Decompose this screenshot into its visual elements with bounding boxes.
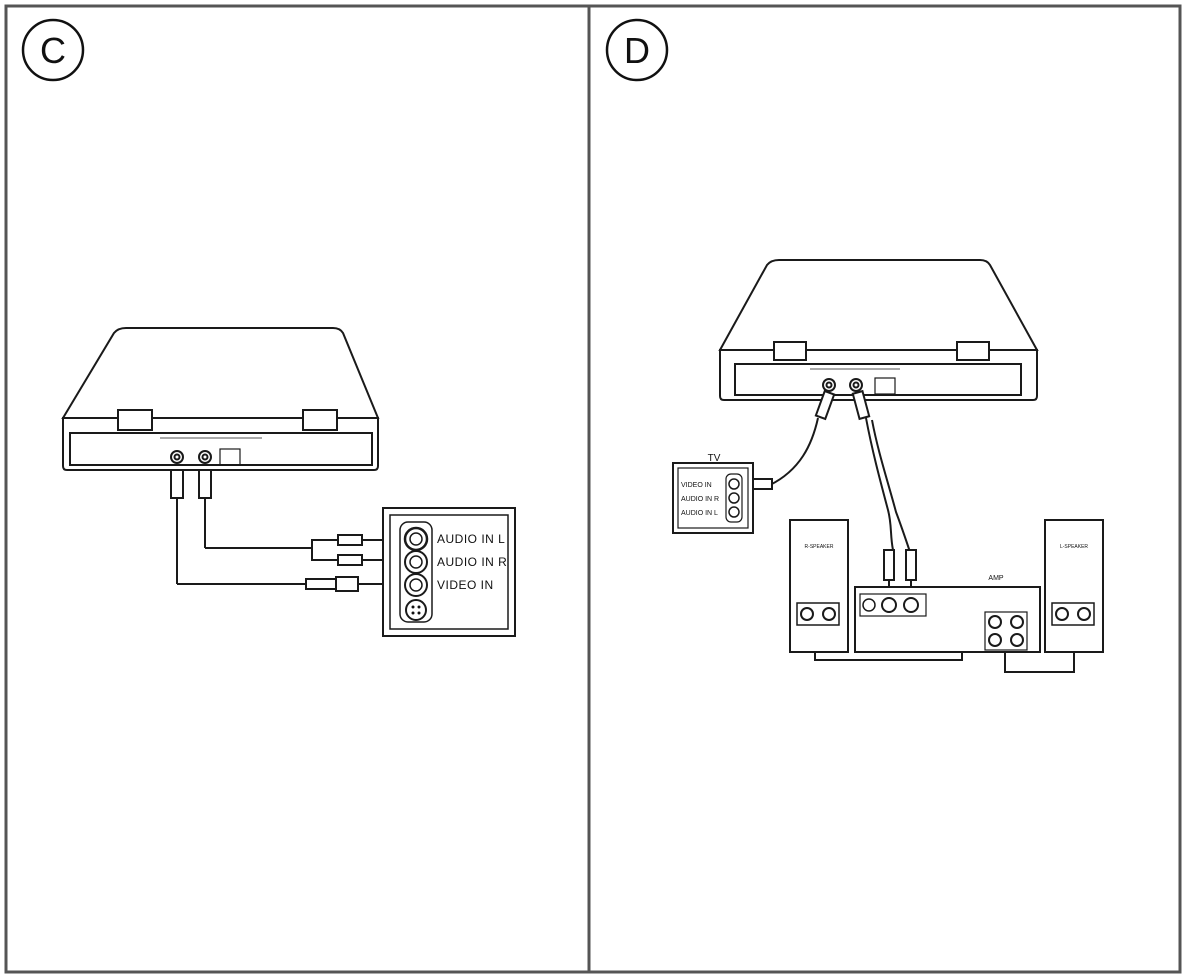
panel-d-badge: D	[605, 18, 669, 82]
tv-c-audio-in-r-label: AUDIO IN R	[437, 555, 507, 569]
amp-label: AMP	[988, 575, 1004, 582]
l-speaker-label: L-SPEAKER	[1060, 544, 1088, 550]
tv-c-audio-in-l-label: AUDIO IN L	[437, 532, 505, 546]
dvd-player-c	[61, 327, 380, 471]
dvd-player-d	[718, 259, 1039, 401]
tv-c-video-in-label: VIDEO IN	[437, 578, 494, 592]
right-speaker-box: L-SPEAKER	[1044, 519, 1104, 653]
outer-frame	[4, 4, 1182, 974]
tv-d-audio-in-l-label: AUDIO IN L	[681, 510, 718, 517]
left-speaker-box: R-SPEAKER	[789, 519, 849, 653]
panel-d: D	[605, 18, 1104, 673]
panel-c-badge: C	[21, 18, 85, 82]
tv-d-video-in-label: VIDEO IN	[681, 482, 712, 489]
panel-c-letter: C	[40, 30, 66, 71]
panel-c: C	[21, 18, 516, 637]
tv-input-panel-d: TV VIDEO IN AUDIO IN R AUDIO IN L	[672, 453, 754, 534]
tv-d-title: TV	[708, 453, 721, 464]
cables-c	[170, 469, 400, 592]
amplifier: AMP	[854, 575, 1041, 653]
r-speaker-label: R-SPEAKER	[805, 544, 834, 550]
tv-input-panel-c: AUDIO IN L AUDIO IN R VIDEO IN	[382, 507, 516, 637]
tv-d-audio-in-r-label: AUDIO IN R	[681, 496, 719, 503]
panel-d-letter: D	[624, 30, 650, 71]
